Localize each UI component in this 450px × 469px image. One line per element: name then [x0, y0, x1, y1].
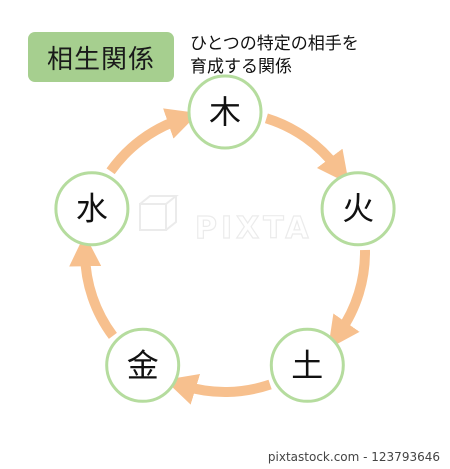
node-fire-circle [320, 171, 396, 247]
node-metal-label: 金 [127, 346, 159, 384]
element-nodes: 木火土 金 水 [54, 74, 396, 403]
node-water-circle [54, 171, 130, 247]
arrow-wood-to-fire [264, 113, 349, 184]
watermark-text: PIXTA [195, 211, 313, 246]
arrow-water-to-wood [106, 108, 199, 175]
node-fire: 火 [320, 171, 396, 247]
arrow-metal-to-water [69, 234, 117, 339]
node-wood-label: 木 [209, 93, 241, 131]
node-earth-label: 土 [291, 346, 323, 384]
title-badge: 相生関係 [28, 32, 174, 82]
node-water: 水 [54, 171, 130, 247]
node-wood-circle [187, 74, 263, 150]
watermark-logo-icon [139, 195, 179, 231]
node-fire-label: 火 [342, 190, 374, 228]
subtitle-line-2: 育成する関係 [190, 57, 292, 77]
arrow-earth-to-metal [164, 374, 272, 405]
cycle-arrows [69, 108, 371, 405]
node-earth: 土 [269, 327, 345, 403]
node-wood: 木 [187, 74, 263, 150]
watermark: PIXTA [139, 195, 313, 247]
subtitle-line-1: ひとつの特定の相手を [190, 34, 359, 54]
stock-id-text: pixtastock.com - 123793646 [267, 450, 440, 464]
node-earth-circle [269, 327, 345, 403]
subtitle: ひとつの特定の相手を 育成する関係 [190, 33, 440, 79]
node-metal: 金 [105, 327, 181, 403]
arrow-fire-to-earth [328, 249, 371, 349]
node-metal-circle [105, 327, 181, 403]
title-text: 相生関係 [46, 44, 155, 75]
footer-bar: pixtastock.com - 123793646 [0, 448, 450, 469]
node-water-label: 水 [76, 190, 108, 228]
